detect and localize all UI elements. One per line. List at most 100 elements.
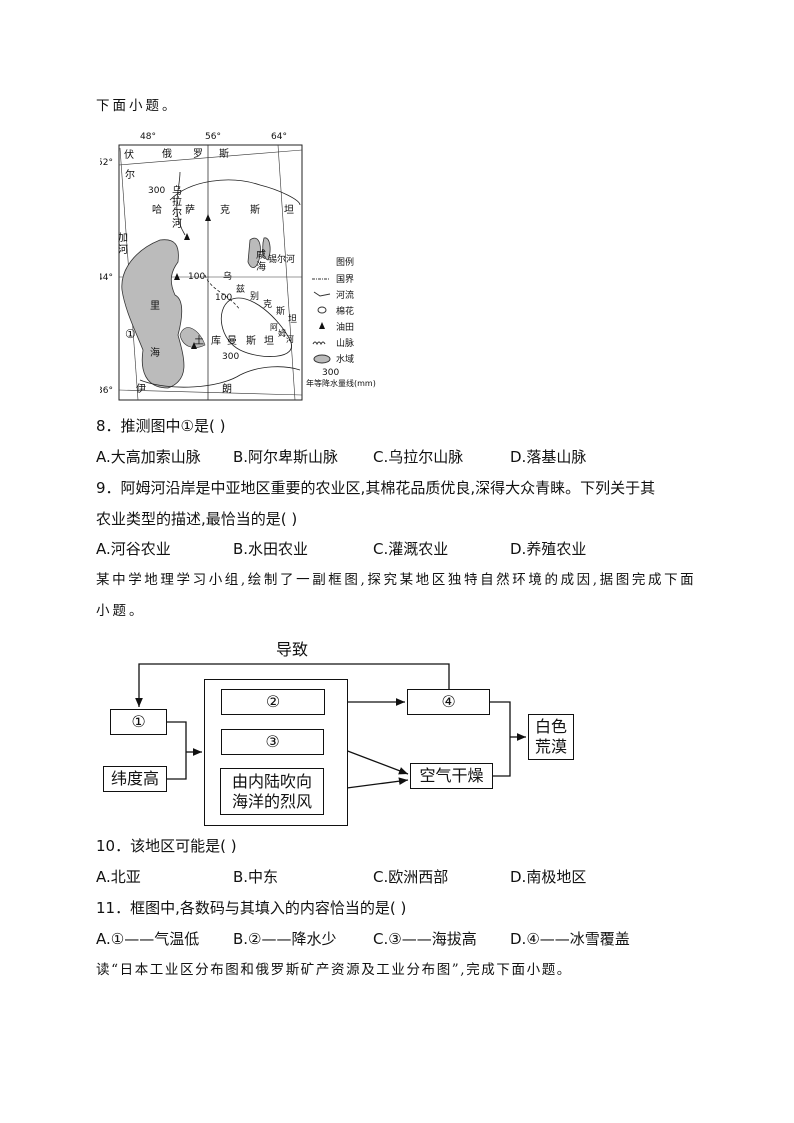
diagram-shape [174, 273, 180, 280]
map-label: 里 [150, 300, 160, 312]
diagram-shape [313, 354, 331, 364]
diagram-shape [191, 342, 197, 349]
diagram-shape [205, 214, 211, 221]
q9-option-d[interactable]: D.养殖农业 [510, 540, 587, 558]
map-label: 36° [100, 386, 113, 396]
map-label: 萨 [185, 204, 195, 216]
q8-stem: 8．推测图中①是( ) [96, 417, 226, 435]
diagram-shape [139, 366, 301, 388]
flow-box-white-desert: 白色荒漠 [528, 714, 574, 760]
flow-box-4: ④ [407, 689, 490, 715]
map-label: 伊 [136, 383, 146, 395]
map-label: 棉花 [336, 305, 354, 317]
diagram-shape [319, 322, 325, 329]
q8-option-d[interactable]: D.落基山脉 [510, 448, 587, 466]
q10-option-a[interactable]: A.北亚 [96, 868, 141, 886]
map-label: 64° [271, 132, 287, 142]
flow-box-wind: 由内陆吹向海洋的烈风 [220, 768, 324, 815]
map-label: 别 [250, 291, 259, 302]
q10-option-d[interactable]: D.南极地区 [510, 868, 587, 886]
caspian-sea [121, 239, 185, 389]
map-label: 斯 [250, 203, 260, 216]
map-label: 尔 [172, 206, 182, 219]
map-label: 加 [118, 232, 128, 244]
intro-tail: 下面小题。 [96, 98, 179, 114]
map-label: 100 [215, 293, 232, 303]
q9-option-c[interactable]: C.灌溉农业 [373, 540, 449, 558]
diagram-shape [135, 663, 450, 707]
intro2-line1: 某中学地理学习小组,绘制了一副框图,探究某地区独特自然环境的成因,据图完成下面 [96, 572, 697, 588]
map-label: 100 [188, 272, 205, 282]
map-label: 52° [100, 158, 113, 168]
map-label: 克 [263, 299, 272, 310]
flow-label-leads-to: 导致 [276, 640, 309, 659]
map-label: 哈 [152, 203, 162, 216]
diagram-shape [118, 389, 303, 396]
map-label: 300 [148, 186, 165, 196]
diagram-shape: 伏 俄 罗 斯 尔 哈 萨 克 斯 坦 加 河 乌 拉 尔 河 咸 海 锡尔河 … [118, 147, 297, 395]
diagram-shape [118, 144, 303, 401]
map-label: 56° [205, 132, 221, 142]
map-label: 坦 [288, 314, 297, 325]
diagram-shape [312, 341, 326, 346]
map-label: 乌 [172, 184, 182, 197]
map-label: 俄 [162, 148, 172, 160]
diagram-shape [313, 291, 331, 297]
map-label: 朗 [222, 383, 232, 395]
map-label: 图例 [336, 256, 354, 268]
map-label: 阿 [270, 323, 278, 332]
map-label: 河 [286, 334, 294, 344]
map-label: 河流 [336, 289, 354, 301]
diagram-shape [176, 171, 186, 236]
map-label: 年等降水量线(mm) [306, 378, 376, 388]
map-label: 海 [256, 260, 266, 273]
map-label: 尔 [125, 168, 135, 181]
map-label: 河 [118, 244, 128, 256]
diagram-shape: 48° 56° 64° 52° 44° 36° [100, 132, 287, 396]
map-label: 姆 [278, 328, 286, 338]
map-label: 兹 [236, 283, 245, 295]
map-label: 库 [211, 334, 221, 347]
q10-option-b[interactable]: B.中东 [233, 868, 279, 886]
map-label: 油田 [336, 321, 354, 333]
diagram-shape [169, 179, 301, 206]
q10-option-c[interactable]: C.欧洲西部 [373, 868, 449, 886]
diagram-shape: 300 100 100 300 [148, 186, 239, 362]
q9-stem-line1: 9．阿姆河沿岸是中亚地区重要的农业区,其棉花品质优良,深得大众青睐。下列关于其 [96, 479, 656, 497]
flow-box-2: ② [221, 689, 325, 715]
q8-option-a[interactable]: A.大高加索山脉 [96, 448, 201, 466]
aral-sea [247, 237, 271, 268]
map-label: 坦 [284, 203, 294, 216]
map-label: 曼 [227, 335, 237, 347]
q8-option-b[interactable]: B.阿尔卑斯山脉 [233, 448, 339, 466]
map-label: 300 [222, 352, 239, 362]
q9-stem-line2: 农业类型的描述,最恰当的是( ) [96, 510, 298, 528]
diagram-shape [490, 701, 511, 777]
intro2-line2: 小题。 [96, 603, 146, 619]
map-label: 海 [150, 346, 160, 359]
map-label: 克 [220, 204, 230, 216]
q11-option-a[interactable]: A.①——气温低 [96, 930, 200, 948]
diagram-shape [184, 233, 190, 240]
diagram-shape [118, 149, 303, 166]
central-asia-map: 48° 56° 64° 52° 44° 36° 伏 俄 罗 斯 尔 哈 萨 克 … [100, 132, 376, 401]
map-label: 乌 [223, 270, 232, 282]
q11-option-b[interactable]: B.②——降水少 [233, 930, 337, 948]
flow-box-1: ① [110, 709, 167, 735]
diagram-shape [174, 214, 211, 349]
q10-stem: 10．该地区可能是( ) [96, 837, 237, 855]
q9-option-b[interactable]: B.水田农业 [233, 540, 309, 558]
q9-option-a[interactable]: A.河谷农业 [96, 540, 171, 558]
map-label: 国界 [336, 274, 354, 285]
q11-option-d[interactable]: D.④——冰雪覆盖 [510, 930, 630, 948]
map-label: 300 [322, 368, 339, 378]
diagram-shape [167, 721, 187, 780]
map-label: 山脉 [336, 337, 354, 349]
q11-option-c[interactable]: C.③——海拔高 [373, 930, 477, 948]
map-legend: 图例 国界 河流 棉花 油田 山脉 水域 300 年等降水量线(mm) [306, 256, 376, 388]
diagram-shape [277, 144, 296, 401]
q8-option-c[interactable]: C.乌拉尔山脉 [373, 448, 464, 466]
map-label: 44° [100, 273, 113, 283]
